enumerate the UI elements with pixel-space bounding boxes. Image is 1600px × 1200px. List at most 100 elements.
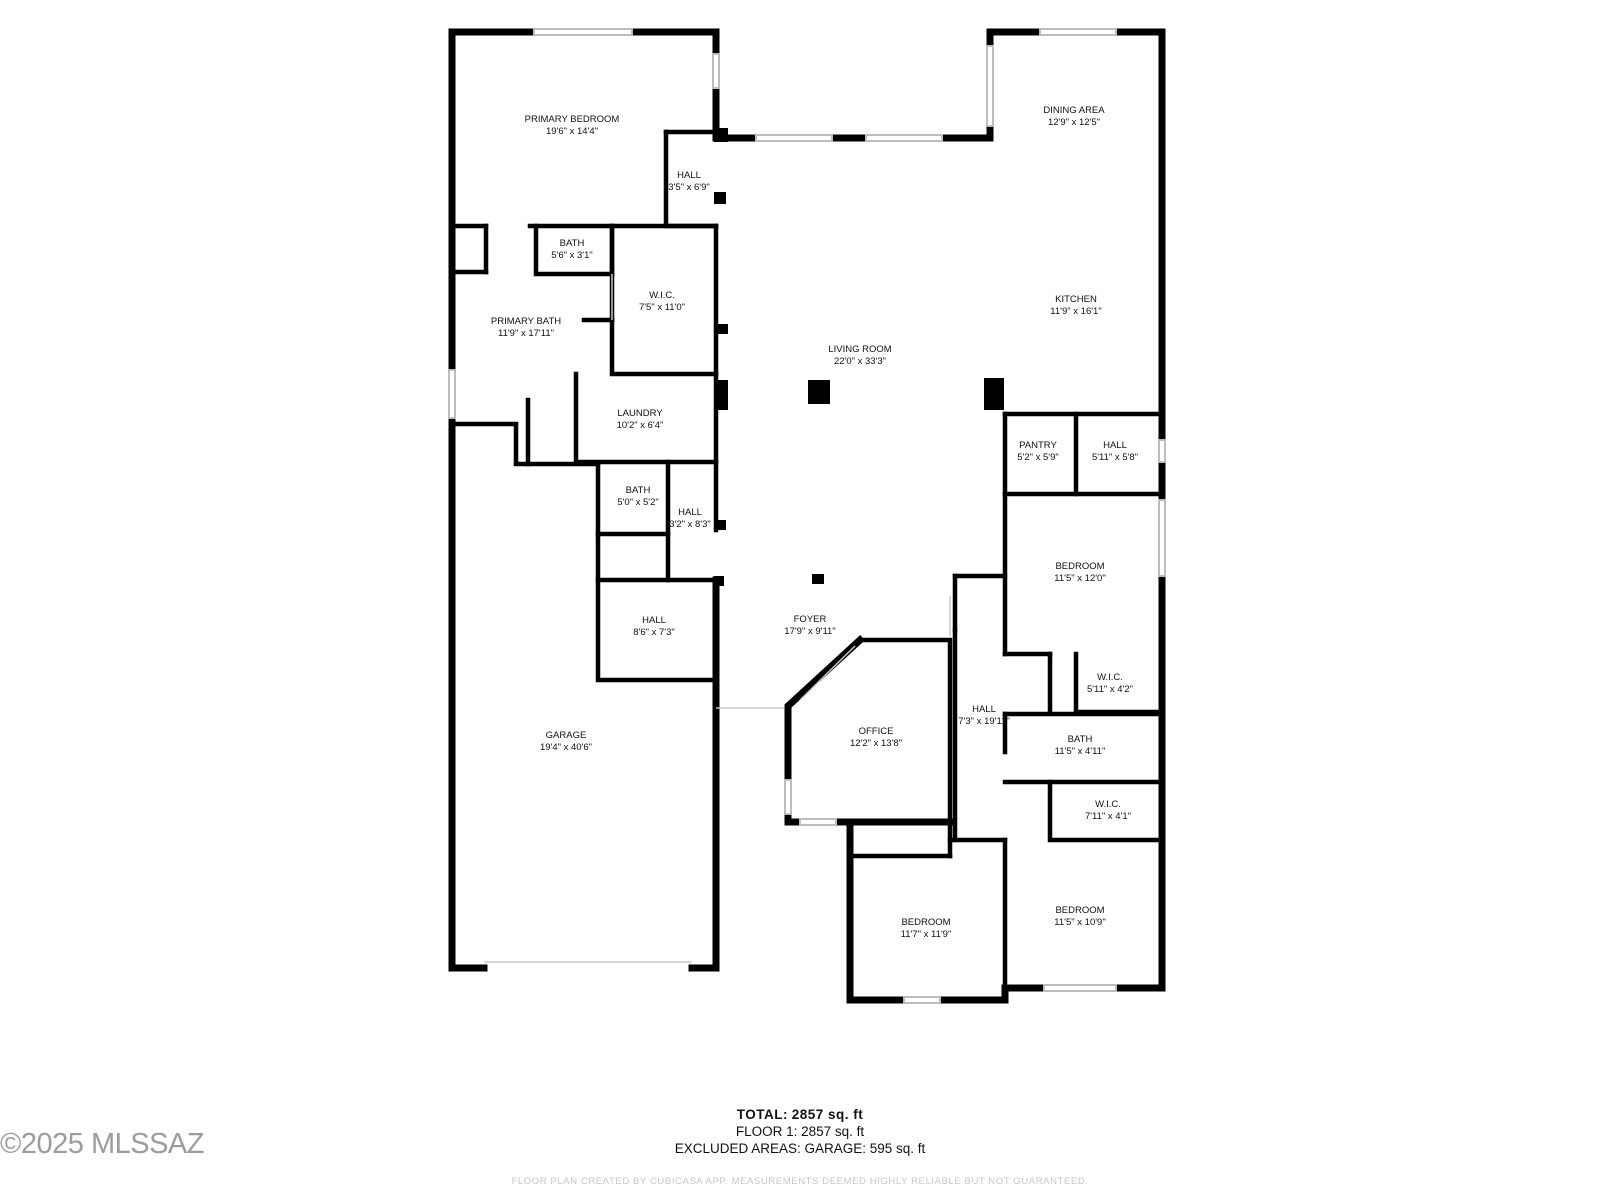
room-laundry: LAUNDRY 10'2" x 6'4" xyxy=(617,408,664,432)
room-name: FOYER xyxy=(793,614,827,625)
room-name: OFFICE xyxy=(858,726,894,737)
excluded-area: EXCLUDED AREAS: GARAGE: 595 sq. ft xyxy=(674,1141,926,1156)
area-summary: TOTAL: 2857 sq. ft FLOOR 1: 2857 sq. ft … xyxy=(0,1106,1600,1157)
total-area: TOTAL: 2857 sq. ft xyxy=(0,1106,1600,1123)
room-living-room: LIVING ROOM 22'0" x 33'3" xyxy=(828,344,891,368)
room-bedroom-2: BEDROOM 11'5" x 10'9" xyxy=(1054,905,1105,929)
room-bath-1: BATH 5'6" x 3'1" xyxy=(551,238,593,262)
room-name: HALL xyxy=(642,615,666,626)
room-name: BATH xyxy=(1067,734,1093,745)
room-name: BEDROOM xyxy=(901,917,951,928)
room-dimensions: 19'6" x 14'4" xyxy=(545,126,599,137)
room-dimensions: 3'5" x 6'9" xyxy=(668,182,710,193)
room-bedroom-3: BEDROOM 11'7" x 11'9" xyxy=(901,917,952,941)
total-label: TOTAL: xyxy=(736,1107,788,1122)
room-dimensions: 11'9" x 16'1" xyxy=(1050,306,1102,317)
room-name: BEDROOM xyxy=(1055,905,1105,916)
room-primary-bedroom: PRIMARY BEDROOM 19'6" x 14'4" xyxy=(525,114,620,138)
room-dimensions: 7'3" x 19'11" xyxy=(958,716,1010,727)
room-name: LIVING ROOM xyxy=(828,344,892,355)
post xyxy=(984,378,1004,410)
wall xyxy=(846,818,1009,1004)
room-name: BEDROOM xyxy=(1055,561,1105,572)
post xyxy=(714,128,728,142)
window xyxy=(1158,499,1166,577)
floor-area: FLOOR 1: 2857 sq. ft xyxy=(735,1124,865,1139)
room-name: PANTRY xyxy=(1019,440,1057,451)
room-name: GARAGE xyxy=(545,730,587,741)
windows xyxy=(448,28,1166,1004)
window xyxy=(799,818,837,826)
window xyxy=(784,779,792,815)
room-dimensions: 5'2" x 5'9" xyxy=(1017,452,1059,463)
window xyxy=(1043,984,1117,992)
post xyxy=(714,380,728,410)
room-dimensions: 7'5" x 11'0" xyxy=(638,302,686,313)
window xyxy=(448,369,456,419)
wall xyxy=(857,637,953,825)
room-name: HALL xyxy=(677,170,701,181)
window xyxy=(865,134,943,142)
room-wic-3: W.I.C. 7'11" x 4'1" xyxy=(1085,799,1131,823)
total-value: 2857 sq. ft xyxy=(791,1107,864,1122)
room-name: BATH xyxy=(625,485,651,496)
window xyxy=(755,134,833,142)
room-dimensions: 10'2" x 6'4" xyxy=(616,420,664,431)
post xyxy=(714,520,726,530)
room-bath-3: BATH 11'5" x 4'11" xyxy=(1055,734,1106,758)
room-hall-1: HALL 3'5" x 6'9" xyxy=(668,170,710,194)
room-dimensions: 22'0" x 33'3" xyxy=(833,356,887,367)
post xyxy=(714,576,724,586)
wall xyxy=(712,28,1166,992)
post xyxy=(812,574,824,584)
disclaimer: FLOOR PLAN CREATED BY CUBICASA APP. MEAS… xyxy=(511,1176,1089,1187)
room-dimensions: 11'5" x 12'0" xyxy=(1054,573,1106,584)
room-dimensions: 7'11" x 4'1" xyxy=(1084,811,1132,822)
room-dimensions: 5'11" x 4'2" xyxy=(1086,684,1134,695)
room-dimensions: 12'2" x 13'8" xyxy=(849,738,903,749)
structural-posts xyxy=(714,128,1004,586)
post xyxy=(714,324,728,334)
room-name: LAUNDRY xyxy=(617,408,663,419)
room-hall-3: HALL 3'2" x 8'3" xyxy=(669,507,711,531)
post xyxy=(714,192,726,204)
room-garage: GARAGE 19'4" x 40'6" xyxy=(540,730,592,754)
wall xyxy=(573,371,719,465)
room-foyer: FOYER 17'9" x 9'11" xyxy=(784,614,835,638)
room-dimensions: 3'2" x 8'3" xyxy=(669,519,711,530)
room-dimensions: 11'7" x 11'9" xyxy=(900,929,952,940)
room-hall-4: HALL 8'6" x 7'3" xyxy=(633,615,675,639)
room-name: DINING AREA xyxy=(1043,105,1105,116)
room-hall-2: HALL 5'11" x 5'8" xyxy=(1092,440,1138,464)
window xyxy=(986,45,994,127)
wall xyxy=(784,635,954,826)
room-dining-area: DINING AREA 12'9" x 12'5" xyxy=(1043,105,1104,129)
room-name: KITCHEN xyxy=(1055,294,1097,305)
room-dimensions: 17'9" x 9'11" xyxy=(784,626,836,637)
room-name: PRIMARY BEDROOM xyxy=(524,114,620,125)
room-hall-5: HALL 7'3" x 19'11" xyxy=(958,704,1009,728)
room-primary-bath: PRIMARY BATH 11'9" x 17'11" xyxy=(491,316,561,340)
room-bedroom-1: BEDROOM 11'5" x 12'0" xyxy=(1054,561,1105,585)
room-name: HALL xyxy=(678,507,702,518)
interior-walls xyxy=(449,129,1165,991)
room-name: HALL xyxy=(972,704,996,715)
room-name: BATH xyxy=(559,238,585,249)
room-dimensions: 11'9" x 17'11" xyxy=(498,328,554,339)
wall xyxy=(1047,779,1165,843)
room-dimensions: 5'0" x 5'2" xyxy=(617,497,659,508)
door-openings xyxy=(484,274,951,963)
room-dimensions: 19'4" x 40'6" xyxy=(539,742,593,753)
copyright-watermark: ©2025 MLSSAZ xyxy=(0,1128,204,1160)
wall xyxy=(449,421,601,467)
room-name: W.I.C. xyxy=(1095,799,1121,810)
exterior-walls xyxy=(448,28,1166,1004)
window xyxy=(712,53,720,89)
room-name: W.I.C. xyxy=(1097,672,1123,683)
room-kitchen: KITCHEN 11'9" x 16'1" xyxy=(1050,294,1101,318)
window xyxy=(903,996,941,1004)
door-swing xyxy=(799,645,856,701)
room-dimensions: 8'6" x 7'3" xyxy=(633,627,675,638)
window xyxy=(1158,439,1166,463)
